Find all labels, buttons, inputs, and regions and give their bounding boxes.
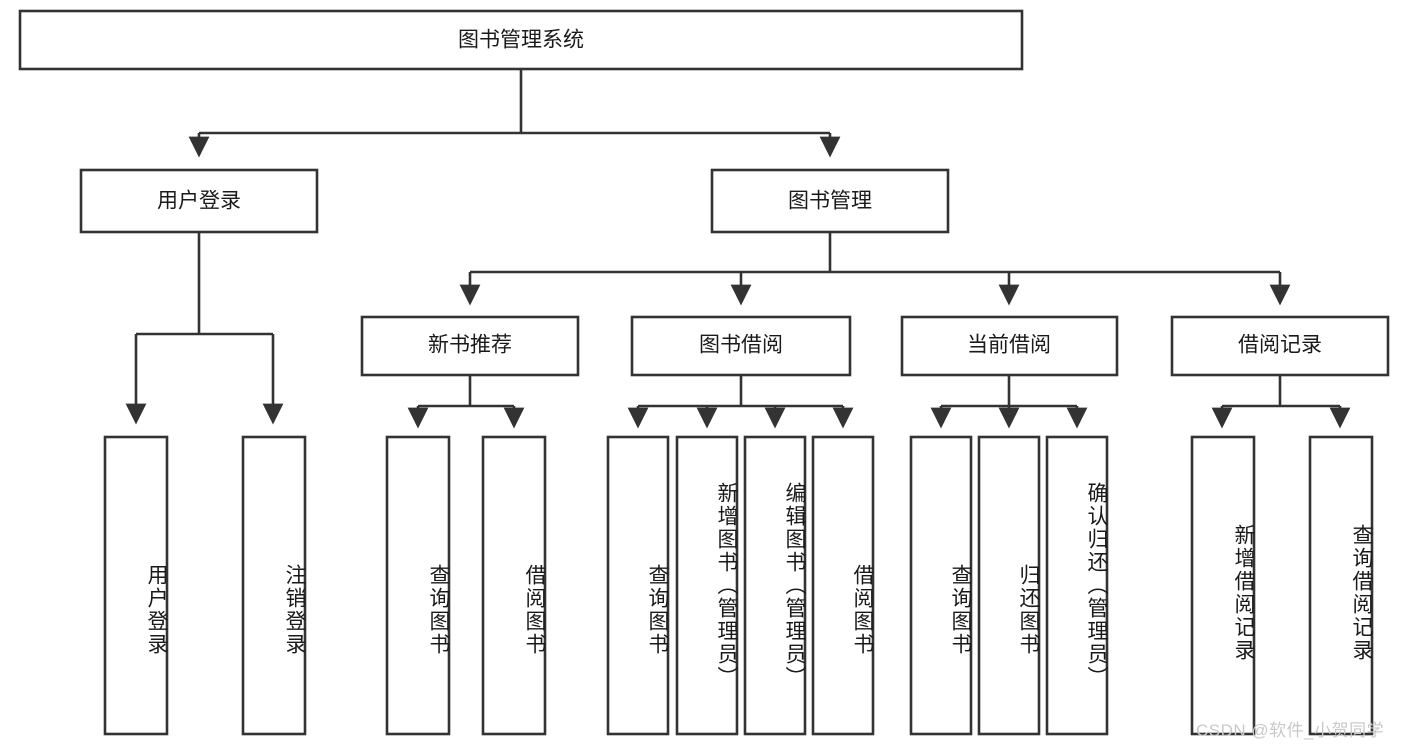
node-leaf-confirm-return-box[interactable] xyxy=(1045,435,1109,736)
node-user-login[interactable]: 用户登录 xyxy=(79,168,319,234)
node-new-book-recommend-box xyxy=(360,315,580,377)
node-book-management-label: 图书管理 xyxy=(788,190,872,213)
node-leaf-query-record-box[interactable] xyxy=(1308,435,1374,736)
connector-user-login-to-leaves xyxy=(125,232,284,425)
node-leaf-borrow-book-1-box[interactable] xyxy=(481,435,547,736)
node-current-borrow[interactable]: 当前借阅 xyxy=(900,315,1119,377)
node-root[interactable]: 图书管理系统 xyxy=(18,9,1024,71)
node-leaf-query-book-3-box[interactable] xyxy=(909,435,973,736)
connector-current-borrow-to-leaves xyxy=(930,375,1088,429)
node-root-box xyxy=(18,9,1024,71)
node-book-borrow-label: 图书借阅 xyxy=(699,334,783,357)
node-new-book-recommend[interactable]: 新书推荐 xyxy=(360,315,580,377)
node-leaf-user-login-box[interactable] xyxy=(103,435,169,736)
node-user-login-box xyxy=(79,168,319,234)
watermark-text: CSDN @软件_小贺同学 xyxy=(1196,721,1385,740)
node-book-borrow[interactable]: 图书借阅 xyxy=(630,315,852,377)
node-leaf-return-book-box[interactable] xyxy=(977,435,1041,736)
connector-book-borrow-to-leaves xyxy=(627,375,854,429)
connector-new-book-recommend-to-leaves xyxy=(407,375,525,429)
node-leaf-borrow-book-2-box[interactable] xyxy=(811,435,875,736)
node-leaf-query-book-1-box[interactable] xyxy=(385,435,451,736)
connector-book-management-to-level3 xyxy=(459,232,1291,306)
node-borrow-record[interactable]: 借阅记录 xyxy=(1170,315,1390,377)
connector-root-to-level2 xyxy=(188,69,841,158)
node-leaf-query-book-2-box[interactable] xyxy=(606,435,670,736)
node-user-login-label: 用户登录 xyxy=(157,190,241,213)
node-current-borrow-box xyxy=(900,315,1119,377)
node-current-borrow-label: 当前借阅 xyxy=(967,334,1051,357)
node-leaf-add-book-box[interactable] xyxy=(675,435,739,736)
connector-borrow-record-to-leaves xyxy=(1211,375,1351,429)
node-leaf-logout-login-box[interactable] xyxy=(241,435,307,736)
node-borrow-record-label: 借阅记录 xyxy=(1238,334,1322,357)
node-new-book-recommend-label: 新书推荐 xyxy=(428,334,512,357)
node-leaf-edit-book-box[interactable] xyxy=(743,435,807,736)
node-leaf-add-record-box[interactable] xyxy=(1190,435,1256,736)
node-root-label: 图书管理系统 xyxy=(458,29,584,52)
node-book-management[interactable]: 图书管理 xyxy=(710,168,950,234)
